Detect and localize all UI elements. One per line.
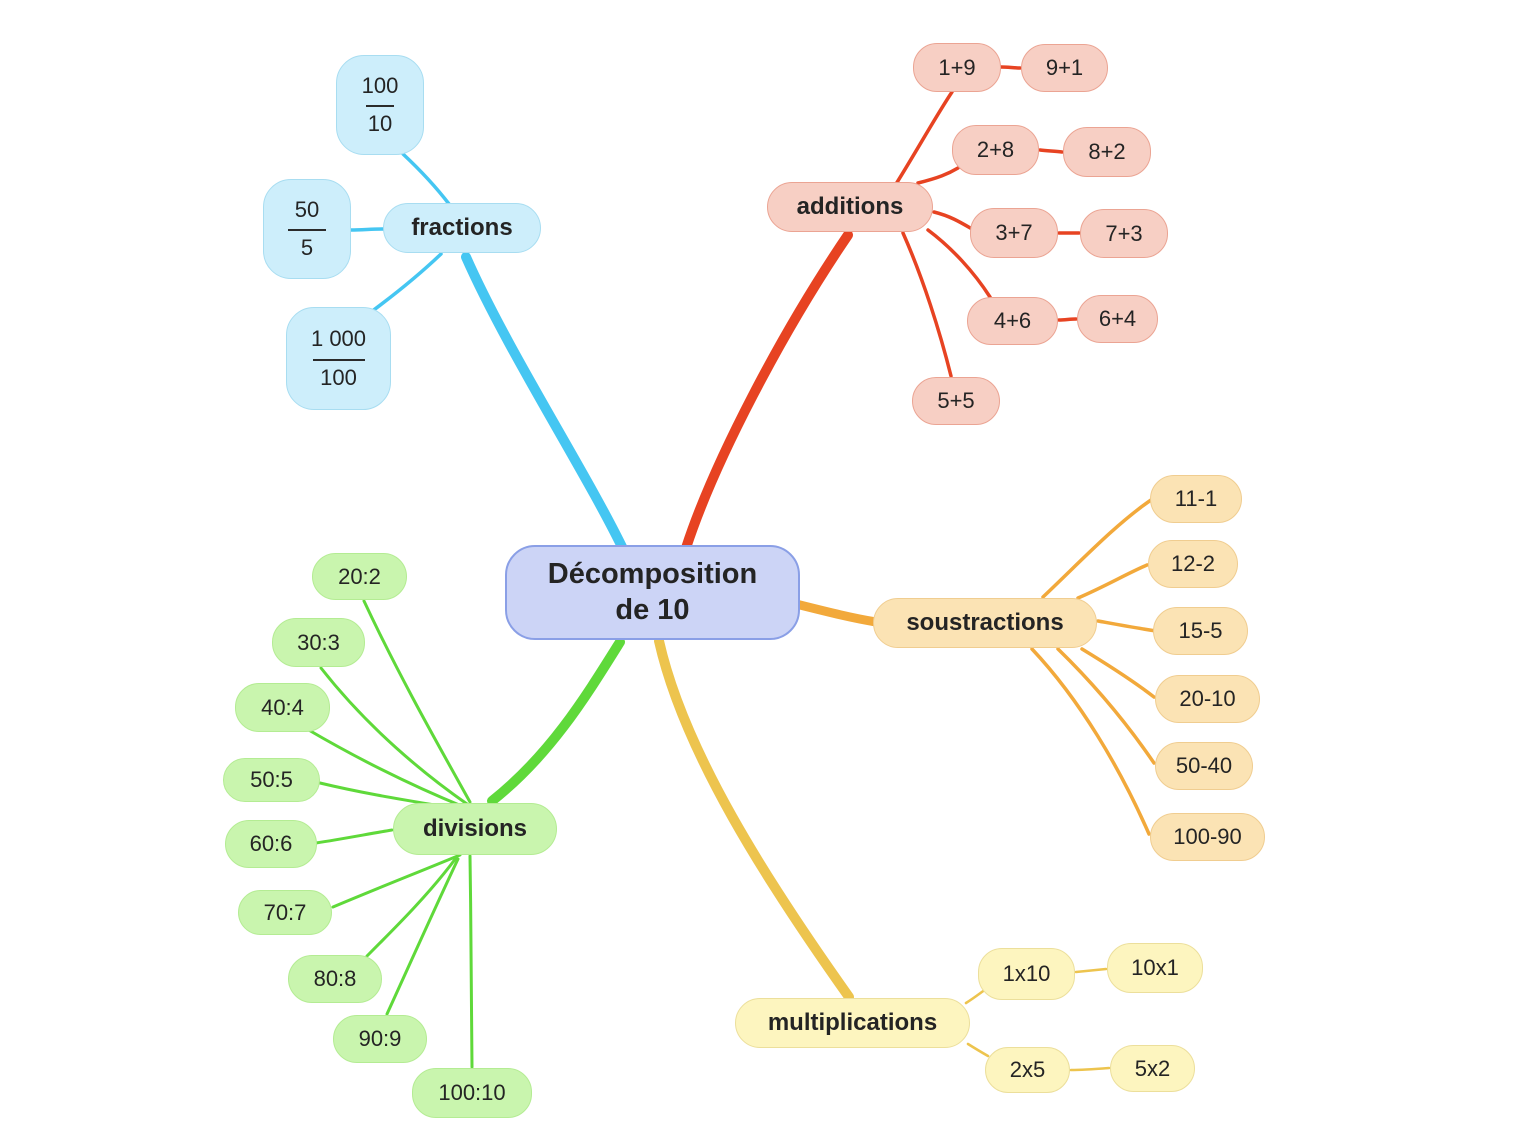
- leaf-soustractions-4[interactable]: 50-40: [1155, 742, 1253, 790]
- leaf-divisions-4[interactable]: 60:6: [225, 820, 317, 868]
- leaf-additions-8[interactable]: 5+5: [912, 377, 1000, 425]
- leaf-fractions-2[interactable]: 1 000 100: [286, 307, 391, 410]
- fraction-denominator: 10: [367, 111, 393, 136]
- leaf-additions-3[interactable]: 8+2: [1063, 127, 1151, 177]
- branch-label-divisions[interactable]: divisions: [393, 803, 557, 855]
- leaf-soustractions-0[interactable]: 11-1: [1150, 475, 1242, 523]
- branch-line-additions: [681, 230, 853, 553]
- leaf-soustractions-5[interactable]: 100-90: [1150, 813, 1265, 861]
- connector-soustractions-2: [1096, 619, 1158, 633]
- leaf-multiplications-0[interactable]: 1x10: [978, 948, 1075, 1000]
- connector-additions-1: [916, 166, 960, 185]
- leaf-fractions-0[interactable]: 100 10: [336, 55, 424, 155]
- leaf-soustractions-1[interactable]: 12-2: [1148, 540, 1238, 588]
- fraction-numerator: 100: [361, 72, 399, 98]
- connector-soustractions-1: [1076, 563, 1149, 600]
- connector-divisions-4: [314, 828, 394, 845]
- connector-multiplications-3: [1069, 1066, 1111, 1072]
- connector-additions-3: [926, 228, 992, 299]
- leaf-additions-1[interactable]: 9+1: [1021, 44, 1108, 92]
- fraction-bar: [312, 358, 365, 361]
- leaf-multiplications-2[interactable]: 2x5: [985, 1047, 1070, 1093]
- branch-label-multiplications[interactable]: multiplications: [735, 998, 970, 1048]
- connector-additions-8: [1057, 317, 1078, 322]
- connector-additions-2: [932, 210, 974, 231]
- connector-divisions-0: [362, 599, 472, 804]
- branch-line-divisions: [487, 637, 625, 806]
- leaf-additions-6[interactable]: 4+6: [967, 297, 1058, 345]
- leaf-divisions-0[interactable]: 20:2: [312, 553, 407, 600]
- fraction-bar: [288, 229, 326, 231]
- leaf-additions-4[interactable]: 3+7: [970, 208, 1058, 258]
- leaf-divisions-1[interactable]: 30:3: [272, 618, 365, 667]
- leaf-divisions-2[interactable]: 40:4: [235, 683, 330, 732]
- connector-multiplications-2: [1074, 967, 1108, 974]
- leaf-divisions-8[interactable]: 100:10: [412, 1068, 532, 1118]
- fraction-denominator: 100: [320, 364, 357, 390]
- branch-line-fractions: [461, 252, 629, 556]
- leaf-multiplications-3[interactable]: 5x2: [1110, 1045, 1195, 1092]
- connector-additions-6: [1038, 148, 1064, 154]
- leaf-additions-0[interactable]: 1+9: [913, 43, 1001, 92]
- connector-fractions-0: [401, 152, 451, 206]
- connector-multiplications-1: [966, 1042, 990, 1058]
- leaf-fractions-1[interactable]: 50 5: [263, 179, 351, 279]
- connector-divisions-7: [385, 857, 460, 1016]
- connector-additions-0: [894, 90, 954, 186]
- leaf-soustractions-3[interactable]: 20-10: [1155, 675, 1260, 723]
- branch-label-soustractions[interactable]: soustractions: [873, 598, 1097, 648]
- leaf-additions-5[interactable]: 7+3: [1080, 209, 1168, 258]
- connector-divisions-2: [305, 727, 466, 809]
- connector-divisions-1: [319, 666, 469, 806]
- leaf-divisions-5[interactable]: 70:7: [238, 890, 332, 935]
- leaf-divisions-6[interactable]: 80:8: [288, 955, 382, 1003]
- connector-soustractions-0: [1041, 498, 1153, 599]
- center-node[interactable]: Décomposition de 10: [505, 545, 800, 640]
- connector-soustractions-3: [1080, 647, 1156, 699]
- connector-fractions-2: [369, 252, 443, 314]
- connector-additions-5: [999, 65, 1022, 70]
- connector-additions-4: [901, 231, 953, 378]
- branch-label-fractions[interactable]: fractions: [383, 203, 541, 253]
- branch-line-multiplications: [654, 636, 854, 1002]
- branch-line-soustractions: [791, 599, 881, 627]
- connector-divisions-5: [331, 853, 462, 909]
- leaf-additions-7[interactable]: 6+4: [1077, 295, 1158, 343]
- leaf-additions-2[interactable]: 2+8: [952, 125, 1039, 175]
- leaf-soustractions-2[interactable]: 15-5: [1153, 607, 1248, 655]
- connector-divisions-6: [365, 856, 458, 958]
- connector-soustractions-5: [1030, 647, 1151, 836]
- connector-soustractions-4: [1056, 647, 1156, 765]
- leaf-multiplications-1[interactable]: 10x1: [1107, 943, 1203, 993]
- branch-label-additions[interactable]: additions: [767, 182, 933, 232]
- connector-divisions-8: [468, 854, 474, 1069]
- leaf-divisions-3[interactable]: 50:5: [223, 758, 320, 802]
- leaf-divisions-7[interactable]: 90:9: [333, 1015, 427, 1063]
- connector-fractions-1: [349, 227, 386, 232]
- fraction-denominator: 5: [300, 235, 314, 260]
- fraction-numerator: 50: [294, 196, 320, 222]
- fraction-bar: [366, 105, 394, 107]
- fraction-numerator: 1 000: [310, 326, 367, 352]
